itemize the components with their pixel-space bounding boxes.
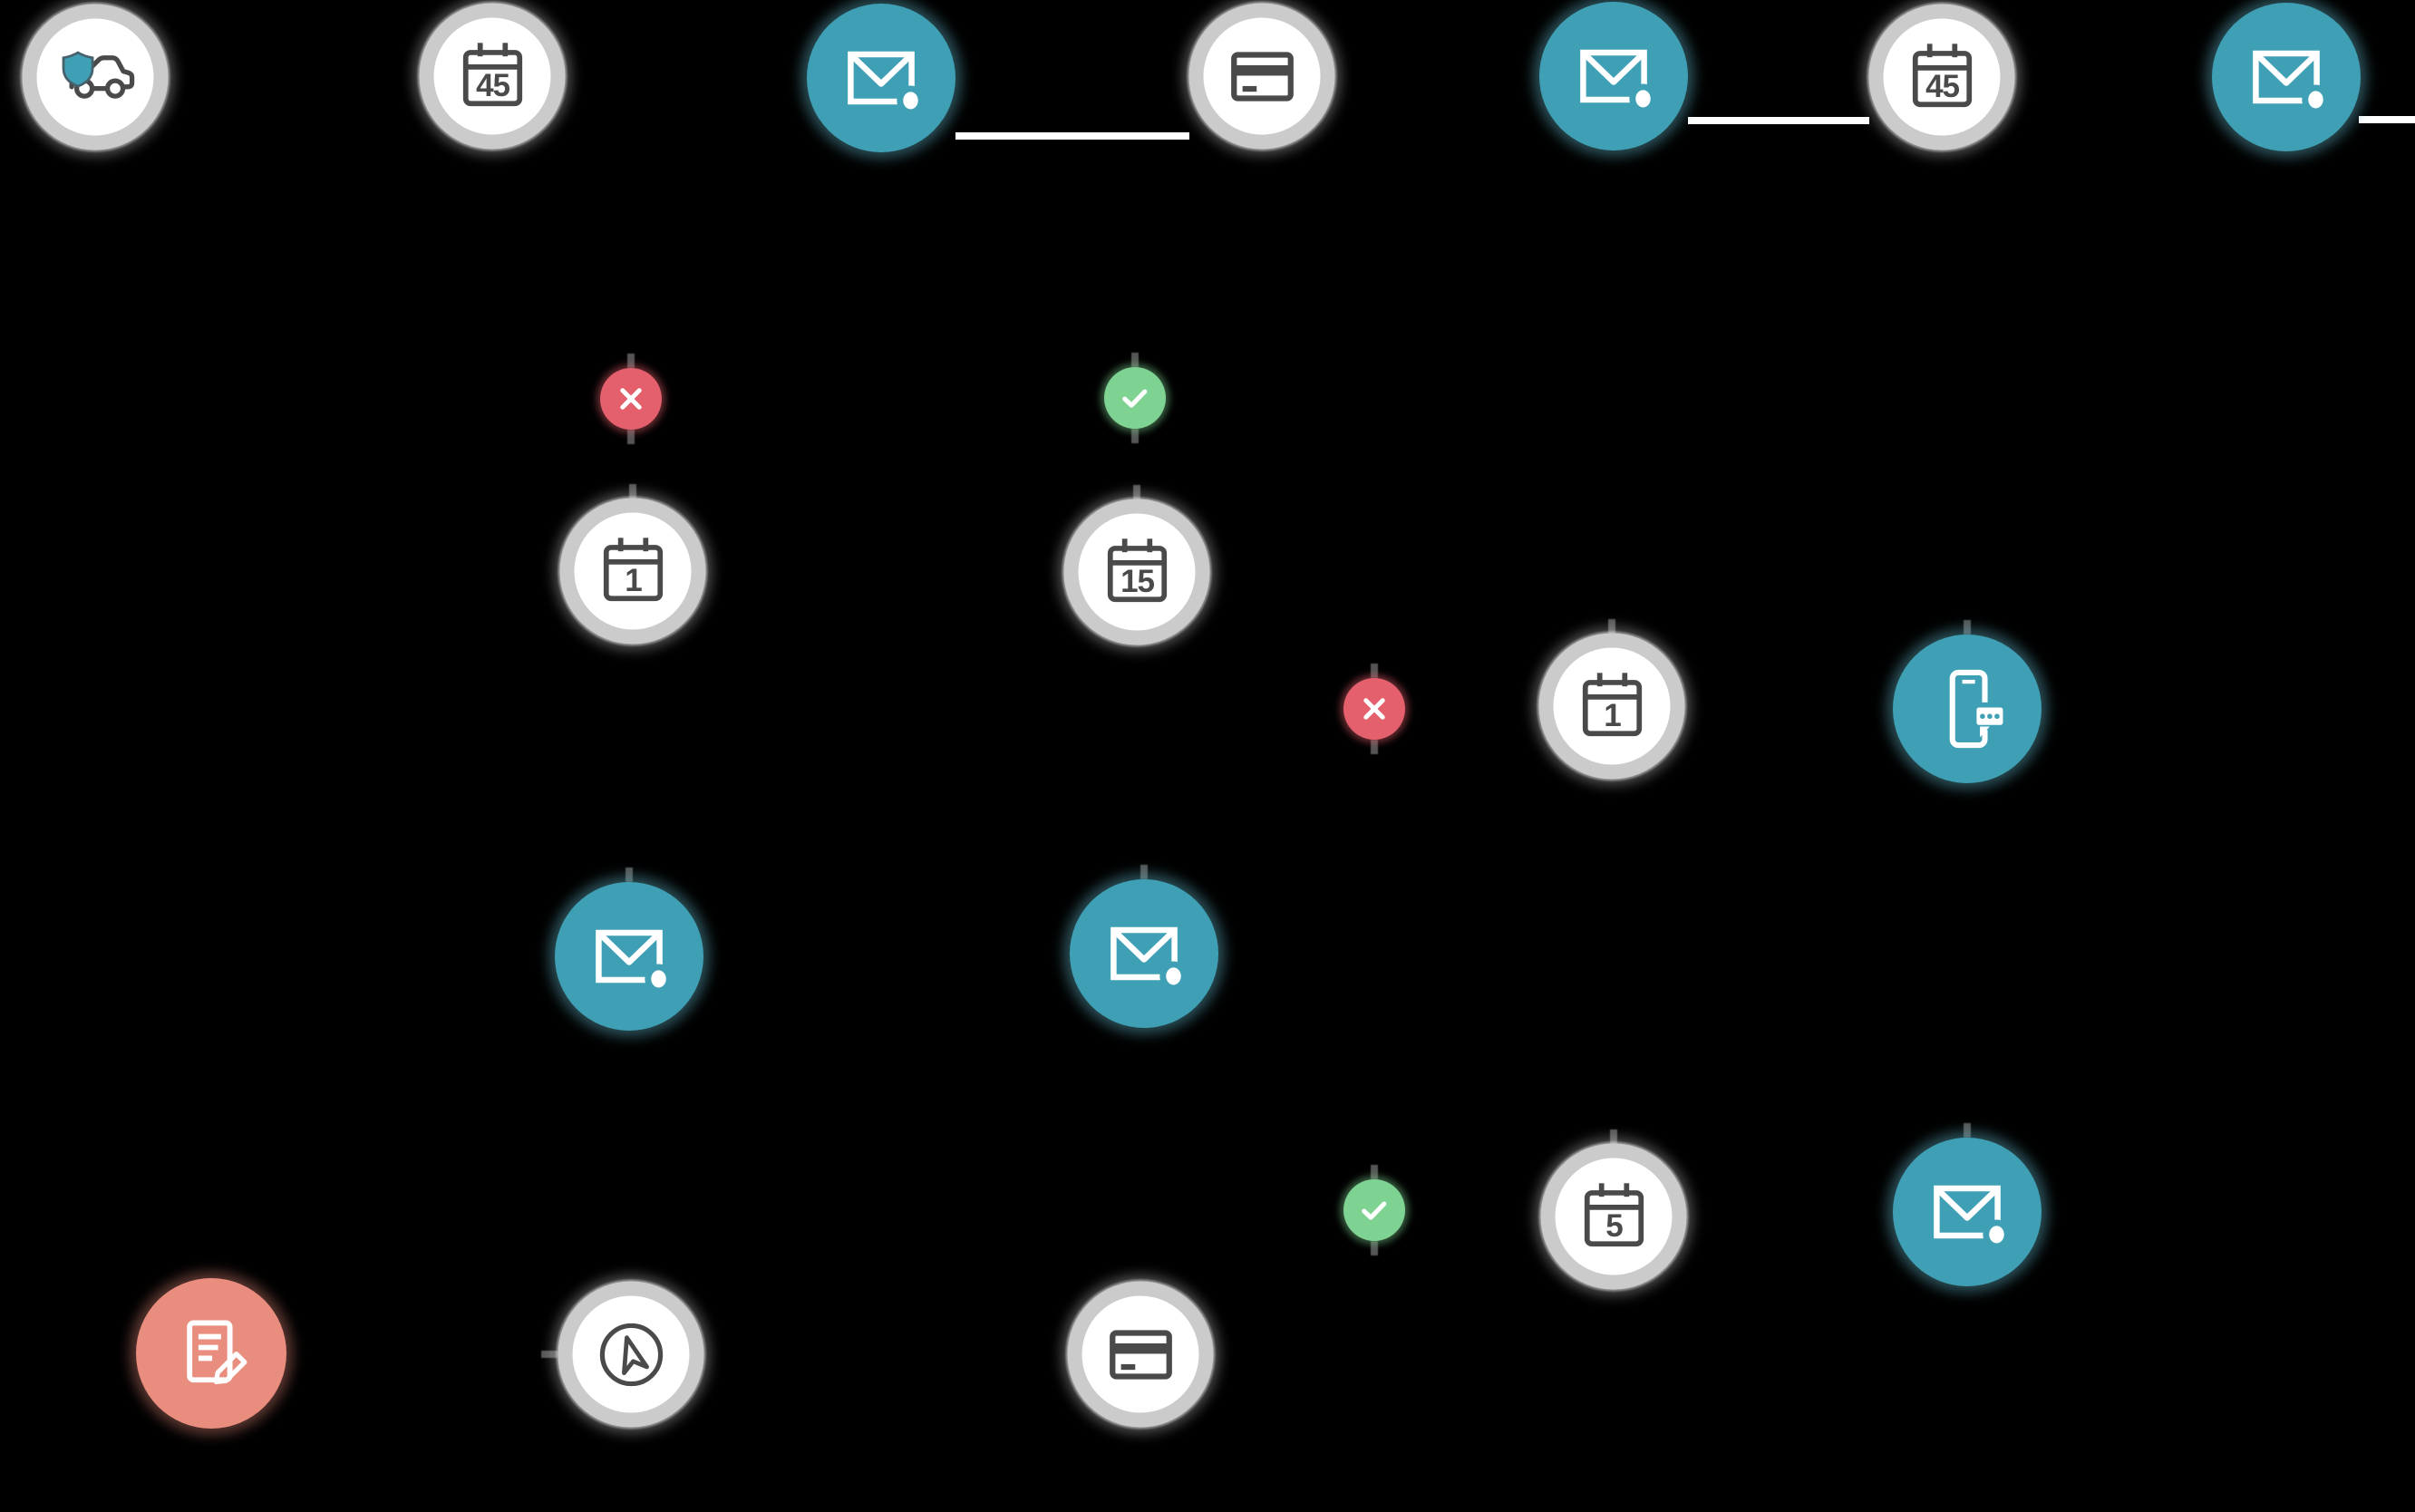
email-icon bbox=[1566, 29, 1661, 123]
calendar-day-label: 15 bbox=[1120, 563, 1154, 598]
calendar-icon: 45 bbox=[446, 30, 538, 122]
calendar-day-label: 1 bbox=[625, 562, 642, 597]
connector-stub bbox=[627, 354, 635, 368]
badge-fail-b bbox=[1343, 678, 1405, 740]
node-email-f[interactable] bbox=[1893, 1138, 2042, 1286]
connector-stub bbox=[1131, 429, 1139, 443]
connector-stub bbox=[1371, 664, 1378, 678]
connector-stub bbox=[1140, 865, 1148, 879]
x-icon bbox=[1351, 685, 1398, 732]
calendar-day-label: 1 bbox=[1604, 697, 1621, 732]
node-card-payment-b[interactable] bbox=[1067, 1281, 1214, 1428]
car-shield-icon bbox=[45, 27, 145, 127]
calendar-day-label: 45 bbox=[476, 67, 509, 102]
connector-stub bbox=[1608, 619, 1615, 634]
email-icon bbox=[834, 31, 928, 125]
node-car-insurance[interactable] bbox=[22, 4, 169, 150]
calendar-icon: 5 bbox=[1567, 1170, 1660, 1263]
connector-email-a-card bbox=[955, 132, 1189, 140]
credit-card-icon bbox=[1217, 31, 1307, 121]
connector-stub bbox=[1964, 1123, 1971, 1138]
calendar-icon: 1 bbox=[1566, 660, 1658, 752]
badge-success-a bbox=[1104, 367, 1166, 429]
calendar-icon: 15 bbox=[1091, 526, 1183, 618]
calendar-icon: 45 bbox=[1896, 31, 1988, 123]
connector-stub bbox=[627, 430, 635, 444]
node-edit-form[interactable] bbox=[136, 1278, 286, 1429]
connector-stub bbox=[1371, 740, 1378, 754]
connector-email-b-wait45 bbox=[1688, 117, 1869, 124]
badge-fail-a bbox=[600, 368, 662, 430]
connector-stub bbox=[1371, 1165, 1378, 1179]
connector-stub bbox=[1610, 1129, 1617, 1144]
node-email-b[interactable] bbox=[1539, 2, 1688, 150]
connector-email-c-edge bbox=[2359, 116, 2415, 123]
node-card-payment-a[interactable] bbox=[1188, 3, 1335, 150]
calendar-icon: 1 bbox=[587, 525, 679, 617]
calendar-day-label: 45 bbox=[1925, 68, 1959, 103]
email-icon bbox=[582, 909, 676, 1003]
node-day-1-a[interactable]: 1 bbox=[559, 498, 706, 645]
connector-stub bbox=[541, 1351, 558, 1358]
node-email-c[interactable] bbox=[2212, 3, 2361, 151]
node-email-a[interactable] bbox=[807, 4, 955, 152]
calendar-day-label: 5 bbox=[1605, 1207, 1623, 1243]
email-icon bbox=[1097, 906, 1191, 1001]
connector-stub bbox=[1371, 1241, 1378, 1255]
check-icon bbox=[1111, 374, 1159, 422]
connector-stub bbox=[1964, 620, 1971, 635]
send-icon bbox=[584, 1307, 678, 1401]
node-wait-45-days-a[interactable]: 45 bbox=[419, 3, 566, 150]
email-icon bbox=[2239, 30, 2333, 124]
document-edit-icon bbox=[164, 1306, 258, 1401]
badge-success-b bbox=[1343, 1179, 1405, 1241]
node-day-1-b[interactable]: 1 bbox=[1538, 633, 1685, 780]
node-sms-message[interactable] bbox=[1893, 635, 2042, 783]
email-icon bbox=[1920, 1165, 2014, 1259]
credit-card-icon bbox=[1095, 1309, 1186, 1400]
connector-stub bbox=[626, 867, 633, 882]
node-email-d[interactable] bbox=[555, 882, 703, 1031]
node-email-e[interactable] bbox=[1070, 879, 1218, 1028]
connector-stub bbox=[629, 484, 636, 499]
node-wait-45-days-b[interactable]: 45 bbox=[1868, 4, 2015, 150]
check-icon bbox=[1351, 1187, 1398, 1234]
node-send[interactable] bbox=[558, 1281, 704, 1428]
connector-stub bbox=[1131, 353, 1139, 367]
sms-icon bbox=[1920, 662, 2014, 756]
x-icon bbox=[607, 375, 655, 422]
connector-stub bbox=[1133, 485, 1140, 499]
node-day-5[interactable]: 5 bbox=[1540, 1143, 1687, 1290]
node-day-15[interactable]: 15 bbox=[1063, 499, 1210, 645]
